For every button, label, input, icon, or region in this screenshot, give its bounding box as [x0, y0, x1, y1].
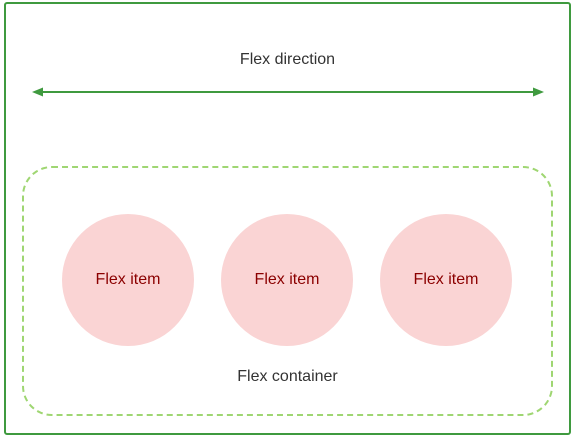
flex-item-2: Flex item: [221, 214, 353, 346]
flex-item-1: Flex item: [62, 214, 194, 346]
flex-item-3: Flex item: [380, 214, 512, 346]
flex-container-box: [22, 166, 553, 416]
flex-direction-label: Flex direction: [239, 51, 336, 68]
flex-item-label: Flex item: [254, 271, 320, 288]
flex-container-label: Flex container: [237, 368, 338, 385]
flex-item-label: Flex item: [413, 271, 479, 288]
flex-item-label: Flex item: [95, 271, 161, 288]
